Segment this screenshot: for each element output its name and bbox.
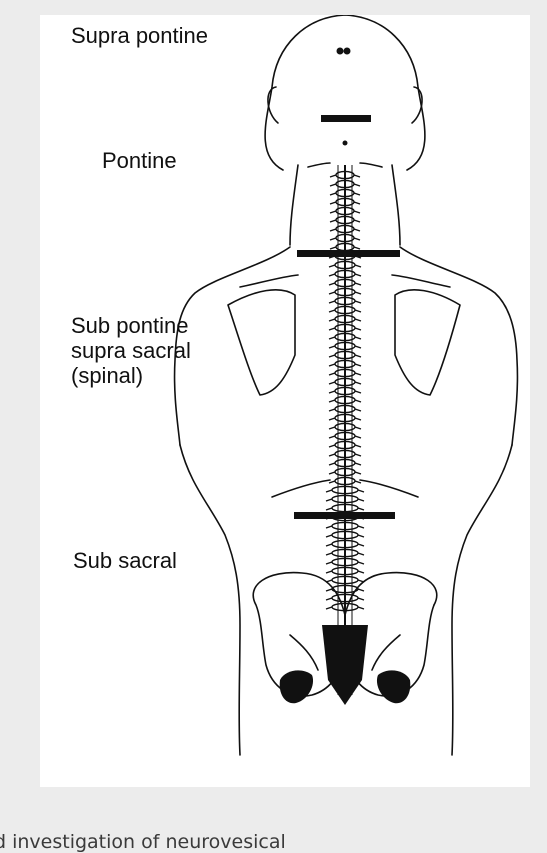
spine-diagram	[40, 15, 530, 787]
sacral-bar	[294, 512, 395, 519]
label-pontine: Pontine	[102, 148, 177, 173]
label-sub-sacral: Sub sacral	[73, 548, 177, 573]
right-shoulder	[400, 247, 517, 445]
left-hip-socket	[280, 670, 313, 703]
right-hip-socket	[377, 670, 410, 703]
cervical-bar	[297, 250, 400, 257]
torso-right	[452, 445, 512, 755]
pontine-bar	[321, 115, 371, 122]
head-outline	[265, 15, 425, 170]
neck-left	[290, 165, 298, 245]
label-supra-sacral: supra sacral	[71, 338, 191, 363]
neck-right	[392, 165, 400, 245]
brain-dot-2	[344, 48, 351, 55]
caption-fragment: d investigation of neurovesical	[0, 830, 547, 853]
caption-text: d investigation of neurovesical	[0, 830, 286, 853]
spinal-column	[326, 165, 364, 695]
label-sub-pontine: Sub pontine	[71, 313, 188, 338]
left-scapula	[228, 290, 295, 395]
figure-frame: Supra pontine Pontine Sub pontine supra …	[40, 15, 530, 787]
left-shoulder	[175, 247, 290, 445]
brain-dot-1	[337, 48, 344, 55]
pontine-dot	[343, 141, 348, 146]
right-scapula	[395, 290, 460, 395]
label-supra-pontine: Supra pontine	[71, 23, 208, 48]
label-spinal: (spinal)	[71, 363, 143, 388]
torso-left	[180, 445, 240, 755]
sacrum	[322, 625, 368, 705]
